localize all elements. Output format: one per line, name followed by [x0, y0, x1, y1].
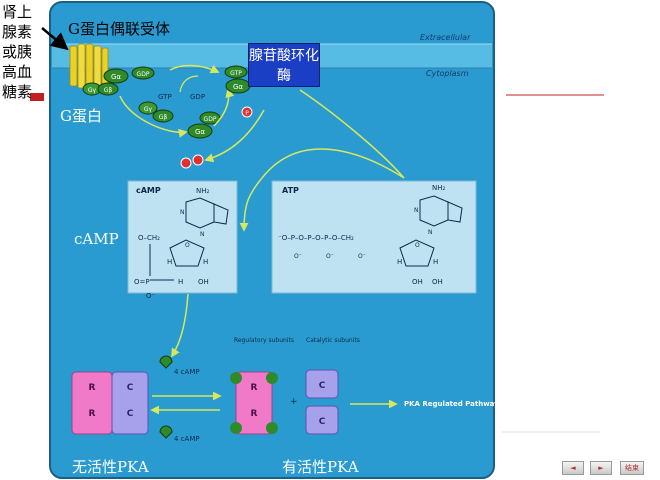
next-button[interactable]: ► [590, 461, 612, 475]
svg-text:C: C [319, 381, 326, 391]
slide-navigation: ◄ ► 结束 [562, 461, 652, 475]
g-alpha-free: Gα GDP [187, 111, 221, 139]
regulatory-subunits-icon: R R [230, 371, 278, 435]
svg-text:R: R [89, 383, 96, 393]
inactive-pka-icon: R R C C [71, 371, 149, 435]
g-protein-label: G蛋白 [60, 107, 102, 125]
svg-text:C: C [127, 383, 134, 393]
active-pka-label: 有活性PKA [282, 458, 359, 476]
pointer-arrow [41, 27, 69, 51]
svg-text:R: R [89, 409, 96, 419]
svg-text:R: R [251, 383, 258, 393]
svg-text:cAMP: cAMP [136, 186, 161, 195]
prev-button[interactable]: ◄ [562, 461, 584, 475]
svg-text:O⁻: O⁻ [146, 292, 156, 300]
svg-text:O⁻: O⁻ [326, 253, 334, 260]
svg-text:Gα: Gα [233, 83, 243, 91]
svg-text:ATP: ATP [282, 186, 299, 195]
regulatory-label: Regulatory subunits [234, 337, 294, 344]
svg-text:H: H [433, 258, 438, 266]
svg-text:GDP: GDP [204, 116, 217, 123]
svg-text:R: R [251, 409, 258, 419]
svg-text:O=P: O=P [134, 278, 150, 286]
inactive-pka-label: 无活性PKA [72, 458, 149, 476]
svg-text:Gα: Gα [111, 73, 121, 81]
svg-text:N: N [200, 231, 205, 238]
svg-text:H: H [178, 278, 183, 286]
svg-text:N: N [428, 229, 433, 236]
svg-text:Gα: Gα [195, 128, 205, 136]
camp-side-label: cAMP [74, 230, 119, 248]
pka-pathway-label: PKA Regulated Pathways [404, 400, 503, 408]
svg-text:GDP: GDP [137, 71, 150, 78]
svg-text:C: C [127, 409, 134, 419]
svg-text:H: H [167, 258, 172, 266]
svg-text:O: O [415, 242, 420, 249]
g-protein-complex: Gα GDP Gγ Gβ [82, 66, 155, 96]
svg-text:Gγ: Gγ [88, 87, 97, 94]
svg-text:N: N [414, 207, 419, 214]
svg-text:O⁻: O⁻ [358, 253, 366, 260]
catalytic-subunits-icon: C C [305, 369, 339, 435]
receptor-label: G蛋白偶联受体 [68, 20, 170, 38]
svg-text:Gγ: Gγ [144, 106, 153, 113]
cytoplasm-label: Cytoplasm [426, 69, 469, 78]
svg-text:O: O [185, 242, 190, 249]
svg-text:GTP: GTP [230, 70, 242, 77]
receptor-icon [69, 43, 109, 89]
svg-text:H: H [397, 258, 402, 266]
camp-bottom-label: 4 cAMP [174, 435, 200, 443]
adenylyl-cyclase-label: 腺苷酸环化酶 [248, 43, 320, 87]
atp-structure-panel: ATP NH₂ N N ⁻O–P–O–P–O–P–O–CH₂ O H H OH … [271, 180, 477, 294]
cycle-gdp: GDP [190, 93, 205, 101]
catalytic-label: Catalytic subunits [306, 337, 360, 344]
camp-structure-panel: cAMP NH₂ N N O O–CH₂ H H H OH O=P O⁻ [127, 180, 238, 300]
g-beta-gamma: Gγ Gβ [138, 101, 174, 123]
svg-text:⁻O–P–O–P–O–P–O–CH₂: ⁻O–P–O–P–O–P–O–CH₂ [278, 234, 354, 242]
svg-text:O–CH₂: O–CH₂ [138, 234, 160, 242]
svg-text:Gβ: Gβ [104, 87, 113, 94]
svg-text:NH₂: NH₂ [196, 187, 210, 195]
plus-sign: + [290, 397, 298, 407]
hormone-label: 肾上腺素或胰高血糖素 [2, 3, 33, 101]
camp-top-label: 4 cAMP [174, 368, 200, 376]
red-marker [30, 93, 44, 101]
camp-top-icon [159, 355, 173, 369]
svg-text:OH: OH [412, 278, 423, 286]
cycle-gtp: GTP [158, 93, 172, 101]
extracellular-label: Extracellular [420, 33, 471, 42]
svg-text:NH₂: NH₂ [432, 184, 446, 192]
svg-text:N: N [180, 209, 185, 216]
camp-bottom-icon [159, 425, 173, 439]
g-alpha-gtp: GTP Gα [224, 65, 251, 94]
svg-text:Gβ: Gβ [159, 114, 168, 121]
svg-text:H: H [203, 258, 208, 266]
svg-text:P: P [245, 110, 249, 117]
svg-text:C: C [319, 417, 326, 427]
svg-text:O⁻: O⁻ [294, 253, 302, 260]
phosphate-icon: P [180, 106, 253, 169]
end-button[interactable]: 结束 [620, 461, 644, 475]
svg-text:OH: OH [198, 278, 209, 286]
svg-text:OH: OH [432, 278, 443, 286]
